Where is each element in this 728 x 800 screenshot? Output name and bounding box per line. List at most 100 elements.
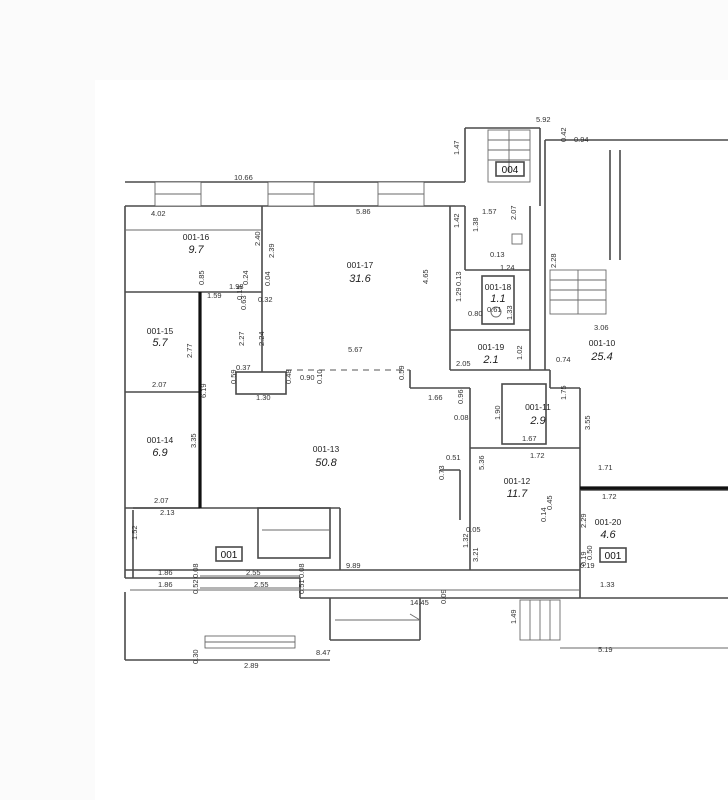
room-area: 11.7 bbox=[507, 488, 528, 500]
room-id: 001-14 bbox=[147, 435, 174, 445]
dimension-label: 0.51 bbox=[446, 453, 461, 462]
dimension-label: 2.07 bbox=[154, 496, 169, 505]
dimension-label: 0.85 bbox=[197, 270, 206, 285]
dimension-label: 2.07 bbox=[152, 380, 167, 389]
dimension-label: 2.40 bbox=[253, 231, 262, 246]
dimension-label: 0.42 bbox=[559, 127, 568, 142]
dimension-label: 0.30 bbox=[191, 649, 200, 664]
dimension-label: 3.21 bbox=[471, 547, 480, 562]
dimension-label: 0.63 bbox=[239, 295, 248, 310]
room-area: 9.7 bbox=[188, 244, 204, 256]
thick-walls bbox=[198, 292, 728, 508]
dimension-label: 5.36 bbox=[477, 455, 486, 470]
room-id: 001-13 bbox=[313, 444, 340, 454]
dimension-label: 0.59 bbox=[397, 365, 406, 380]
dimension-label: 10.66 bbox=[234, 173, 253, 182]
dimension-label: 0.15 bbox=[235, 285, 244, 300]
room-area: 4.6 bbox=[600, 529, 616, 541]
room-id: 001-12 bbox=[504, 476, 531, 486]
room-id: 001-16 bbox=[183, 232, 210, 242]
dimension-label: 1.52 bbox=[130, 525, 139, 540]
dimension-label: 0.51 bbox=[297, 579, 306, 594]
dimension-label: 2.55 bbox=[246, 568, 261, 577]
dimension-label: 1.98 bbox=[229, 282, 244, 291]
dimension-label: 1.57 bbox=[482, 207, 497, 216]
dimension-label: 1.71 bbox=[598, 463, 613, 472]
unit-tags: 004 001 001 bbox=[215, 161, 627, 563]
dimension-label: 4.65 bbox=[421, 269, 430, 284]
dimension-lines bbox=[125, 229, 728, 661]
room-id: 001-20 bbox=[595, 517, 622, 527]
dimension-label: 0.50 bbox=[585, 545, 594, 560]
dimension-label: 1.32 bbox=[461, 533, 470, 548]
dimension-label: 2.77 bbox=[185, 343, 194, 358]
dimension-label: 1.49 bbox=[509, 609, 518, 624]
dimension-label: 0.19 bbox=[580, 561, 595, 570]
dimension-label: 0.08 bbox=[297, 563, 306, 578]
dimension-label: 1.29 bbox=[454, 287, 463, 302]
room-area: 2.9 bbox=[529, 415, 545, 427]
dimension-label: 3.35 bbox=[189, 433, 198, 448]
room-area: 25.4 bbox=[590, 351, 612, 363]
dimension-label: 1.38 bbox=[471, 217, 480, 232]
dimension-label: 2.89 bbox=[244, 661, 259, 670]
room-id: 001-18 bbox=[485, 282, 512, 292]
dimension-label: 0.90 bbox=[300, 373, 315, 382]
dimension-label: 0.45 bbox=[545, 495, 554, 510]
room-area: 1.1 bbox=[490, 293, 505, 305]
dimension-label: 4.02 bbox=[151, 209, 166, 218]
dimension-label: 1.02 bbox=[515, 345, 524, 360]
dimension-label: 0.96 bbox=[456, 389, 465, 404]
dimension-label: 1.90 bbox=[493, 405, 502, 420]
dimension-label: 0.37 bbox=[236, 363, 251, 372]
dimension-label: 0.05 bbox=[466, 525, 481, 534]
dimension-label: 14.45 bbox=[410, 598, 429, 607]
dimension-label: 0.13 bbox=[454, 271, 463, 286]
dimension-label: 0.13 bbox=[490, 250, 505, 259]
room-id: 001-17 bbox=[347, 260, 374, 270]
room-id: 001-15 bbox=[147, 326, 174, 336]
room-id: 001-11 bbox=[525, 402, 551, 412]
dimension-label: 0.74 bbox=[556, 355, 571, 364]
room-area: 2.1 bbox=[482, 354, 498, 366]
dimension-label: 2.28 bbox=[549, 253, 558, 268]
dimension-label: 1.47 bbox=[452, 140, 461, 155]
dimension-label: 1.33 bbox=[505, 305, 514, 320]
tag-001: 001 bbox=[221, 550, 238, 561]
dimension-label: 2.27 bbox=[237, 331, 246, 346]
dimension-label: 0.52 bbox=[191, 579, 200, 594]
dimension-label: 2.13 bbox=[160, 508, 175, 517]
dimension-label: 0.48 bbox=[284, 369, 293, 384]
room-labels: 001-16 9.7 001-17 31.6 001-18 1.1 001-19… bbox=[147, 232, 622, 541]
dimension-label: 1.33 bbox=[600, 580, 615, 589]
dimension-label: 8.47 bbox=[316, 648, 331, 657]
dimension-label: 0.08 bbox=[454, 413, 469, 422]
room-id: 001-10 bbox=[589, 338, 616, 348]
dimension-label: 5.19 bbox=[598, 645, 613, 654]
dimension-label: 1.42 bbox=[452, 213, 461, 228]
room-area: 31.6 bbox=[349, 273, 371, 285]
dimension-label: 0.80 bbox=[468, 309, 483, 318]
dimension-label: 2.29 bbox=[579, 513, 588, 528]
dimension-label: 5.67 bbox=[348, 345, 363, 354]
fixtures bbox=[490, 233, 523, 318]
dimension-label: 0.24 bbox=[241, 270, 250, 285]
dimension-label: 5.86 bbox=[356, 207, 371, 216]
dimension-label: 9.89 bbox=[346, 561, 361, 570]
dimension-label: 1.86 bbox=[158, 568, 173, 577]
dimension-label: 0.08 bbox=[191, 563, 200, 578]
dimension-label: 0.32 bbox=[258, 295, 273, 304]
dimension-label: 1.66 bbox=[428, 393, 443, 402]
dimension-label: 1.24 bbox=[500, 263, 515, 272]
walls bbox=[124, 127, 728, 661]
windows bbox=[154, 181, 425, 649]
dimension-label: 3.06 bbox=[594, 323, 609, 332]
dimension-label: 2.24 bbox=[257, 331, 266, 346]
dimension-label: 1.67 bbox=[522, 434, 537, 443]
room-area: 6.9 bbox=[152, 447, 167, 459]
dimension-label: 2.55 bbox=[254, 580, 269, 589]
dimension-label: 2.39 bbox=[267, 243, 276, 258]
dimension-label: 1.30 bbox=[256, 393, 271, 402]
dimension-label: 3.55 bbox=[583, 415, 592, 430]
